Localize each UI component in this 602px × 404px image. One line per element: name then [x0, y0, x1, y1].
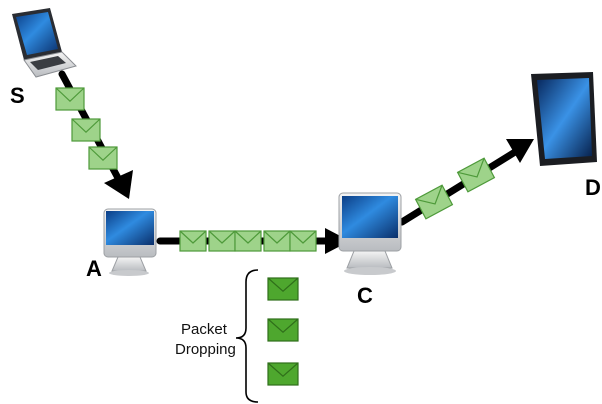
node-label-c: C [357, 283, 373, 308]
arrow-head-d [506, 139, 534, 163]
packet-a-c [263, 230, 291, 252]
packet-a-c [289, 230, 317, 252]
packet-s-a [55, 87, 85, 111]
dropping-label-line2: Dropping [175, 341, 236, 358]
tablet-icon [531, 72, 597, 166]
dropping-label-line1: Packet [181, 321, 228, 338]
packet-c-d [414, 184, 454, 220]
arrow-c-to-d [398, 148, 519, 226]
arrow-head-c [325, 228, 350, 254]
node-label-a: A [86, 256, 102, 281]
packet-a-c [234, 230, 262, 252]
packet-s-a [71, 118, 101, 142]
dropped-packet [267, 277, 299, 301]
node-label-s: S [10, 83, 25, 108]
dropped-packet [267, 362, 299, 386]
packet-c-d [456, 157, 496, 193]
arrow-heads [104, 139, 534, 254]
dropped-packet [267, 318, 299, 342]
packets-layer [55, 87, 496, 252]
desktop-monitor-icon-a [103, 208, 157, 276]
dropping-brace [235, 269, 259, 403]
packet-a-c [208, 230, 236, 252]
desktop-monitor-icon-c [338, 192, 402, 275]
arrow-head-a [104, 170, 133, 199]
packet-a-c [179, 230, 207, 252]
laptop-icon [12, 8, 77, 78]
dropped-packets [267, 277, 299, 386]
node-label-d: D [585, 175, 601, 200]
packet-s-a [88, 146, 118, 170]
